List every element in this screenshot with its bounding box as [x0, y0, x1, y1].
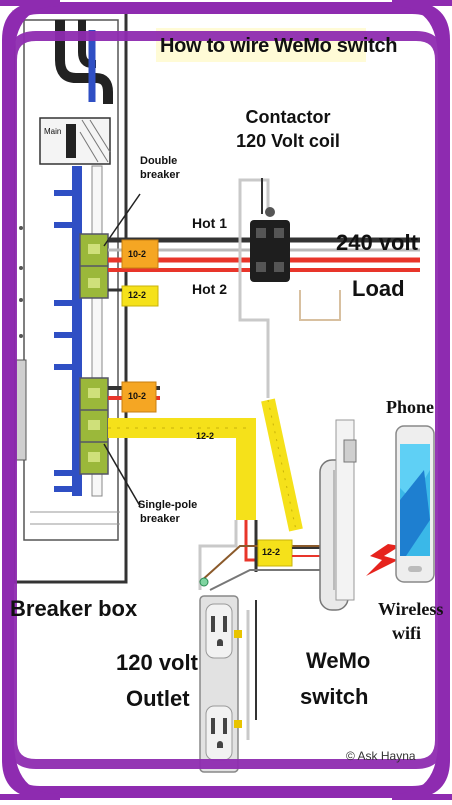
single-pole-leader [103, 443, 141, 507]
diagram-title: How to wire WeMo switch [160, 35, 398, 57]
load-label-line1: 240 volt [336, 230, 418, 255]
double-breaker-leader [103, 193, 141, 247]
phone [395, 425, 435, 583]
outlet-label-line2: Outlet [126, 686, 190, 711]
cable-contactor-wemo [261, 398, 303, 532]
double-breaker-label-line2: breaker [140, 169, 180, 181]
coil-wire-a [238, 178, 270, 398]
cable-tag-12-2-top [121, 285, 159, 307]
breaker-box [12, 10, 128, 584]
wireless-label-line2: wifi [392, 623, 421, 643]
contactor-label-line2: 120 Volt coil [236, 131, 340, 151]
single-pole-label-line2: breaker [140, 513, 180, 525]
outlet [199, 595, 242, 773]
contactor-label-line1: Contactor [245, 107, 331, 127]
cable-tag-10-2-top [121, 239, 159, 269]
breaker-box-label: Breaker box [10, 596, 138, 621]
hot2-label: Hot 2 [192, 281, 227, 297]
cable-tag-c3: 10-2 [128, 391, 147, 401]
wemo-label-line2: switch [300, 684, 369, 709]
cable-tag-c5: 12-2 [262, 547, 281, 557]
bus-bar [72, 166, 82, 496]
cable-tag-c4: 12-2 [196, 431, 215, 441]
double-breaker-label-line1: Double [140, 155, 178, 167]
wemo-label-line1: WeMo [306, 648, 371, 673]
load-label-line2: Load [352, 276, 405, 301]
wemo-switch [319, 419, 357, 611]
cable-tag-c2: 12-2 [128, 290, 147, 300]
wireless-wifi-icon [366, 544, 400, 576]
branch-wires [198, 520, 320, 740]
copyright-label: © Ask Hayna [346, 749, 416, 763]
contactor [250, 207, 290, 282]
phone-label: Phone [386, 397, 435, 417]
hot1-label: Hot 1 [192, 215, 227, 231]
cable-tag-12-2-wemo [257, 539, 293, 567]
outlet-label-line1: 120 volt [116, 650, 198, 675]
single-pole-label-line1: Single-pole [138, 499, 198, 511]
wireless-label-line1: Wireless [378, 599, 444, 619]
cable-lower-10-2 [108, 381, 160, 413]
main-breaker-label: Main [44, 127, 62, 136]
cable-tag-c1: 10-2 [128, 249, 147, 259]
